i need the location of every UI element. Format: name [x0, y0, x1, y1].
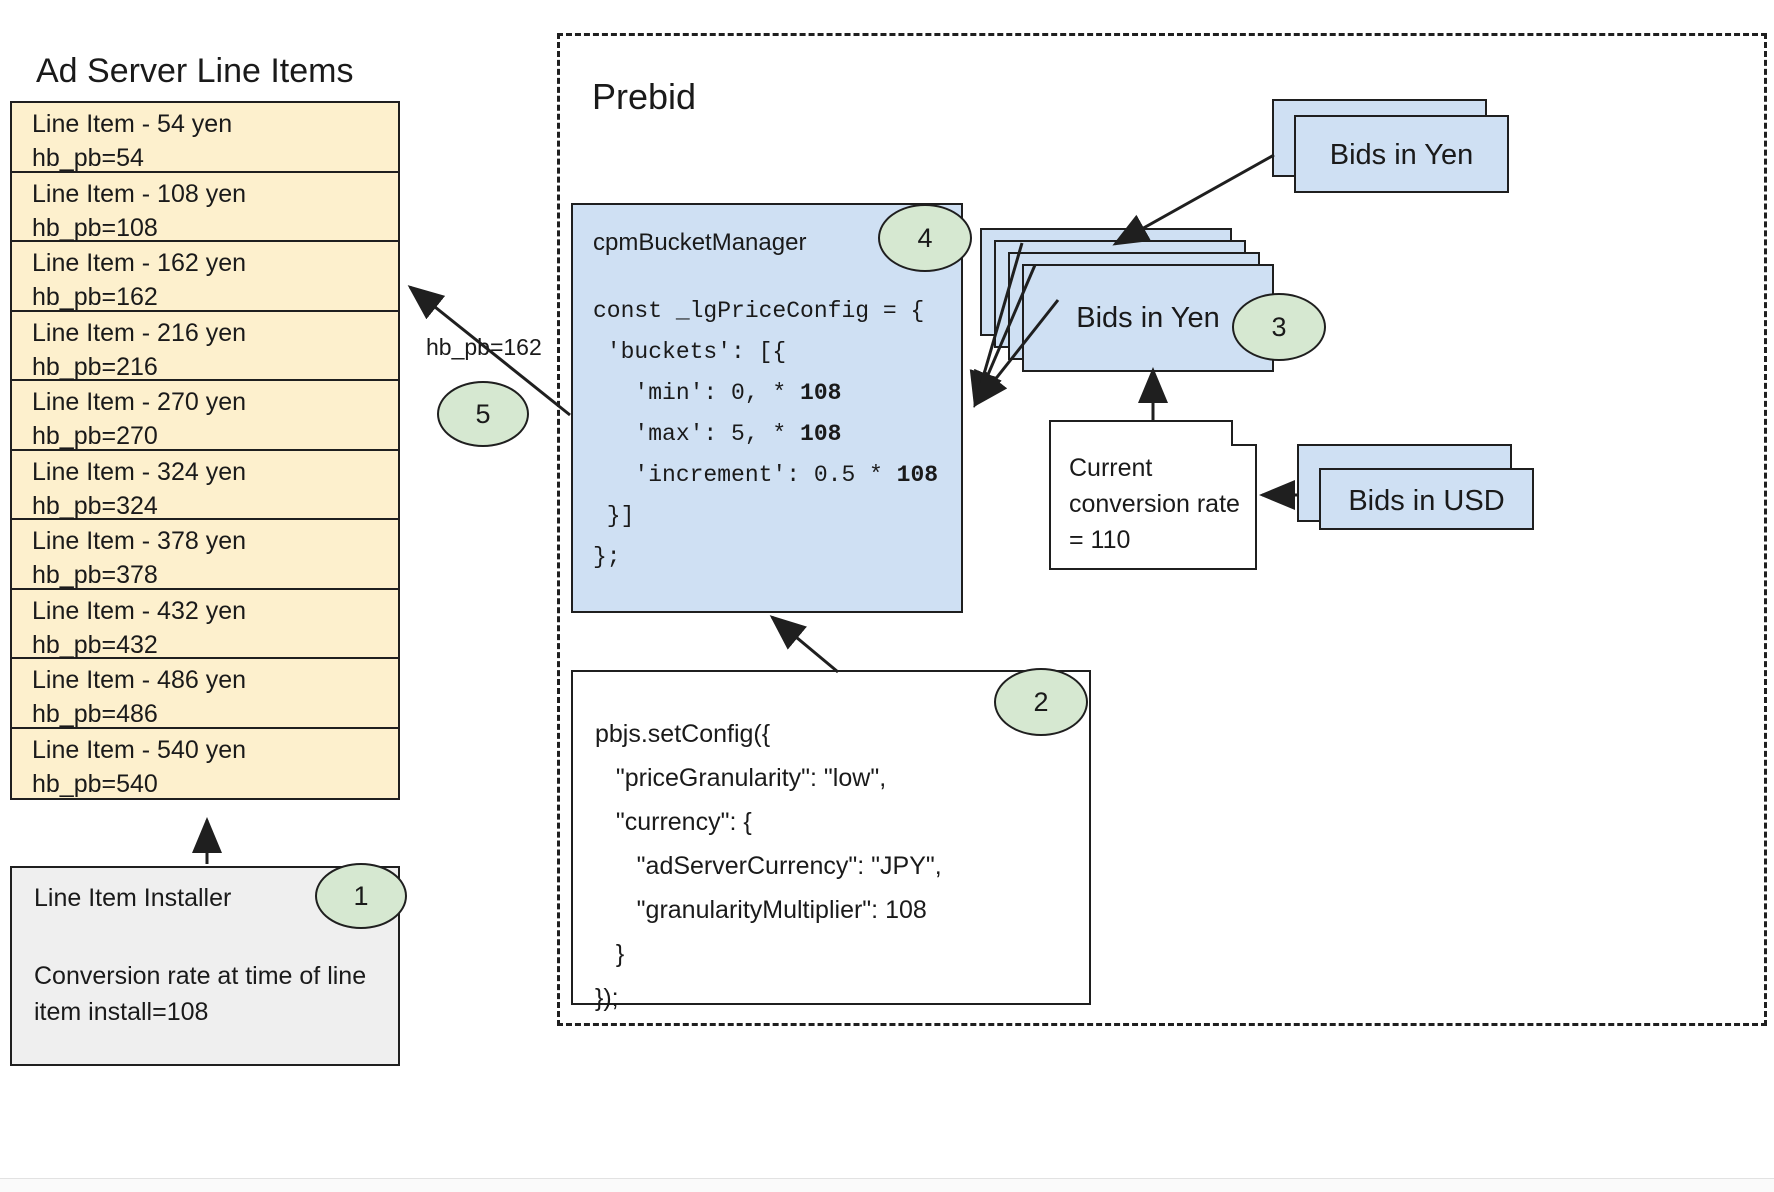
step-badge-2: 2 — [994, 668, 1088, 736]
line-item-name: Line Item - 378 yen — [32, 527, 247, 555]
bids-in-usd-label: Bids in USD — [1348, 485, 1505, 517]
line-item-key: hb_pb=270 — [32, 422, 158, 450]
line-item-name: Line Item - 54 yen — [32, 110, 233, 138]
hb-pb-edge-label: hb_pb=162 — [424, 334, 544, 361]
line-item-key: hb_pb=378 — [32, 561, 158, 589]
line-item-row[interactable]: Line Item - 540 yen hb_pb=540 — [12, 729, 398, 799]
line-item-key: hb_pb=108 — [32, 213, 158, 242]
cpm-bucket-manager-label: cpmBucketManager — [593, 229, 807, 256]
ad-server-title: Ad Server Line Items — [36, 52, 354, 90]
bottom-strip — [0, 1178, 1774, 1192]
step-badge-1: 1 — [315, 863, 407, 929]
step-badge-4: 4 — [878, 204, 972, 272]
prebid-title: Prebid — [592, 76, 697, 117]
line-item-installer-title: Line Item Installer — [34, 884, 232, 912]
bids-in-usd-stack: Bids in USD — [1297, 444, 1537, 540]
line-item-row[interactable]: Line Item - 486 yen hb_pb=486 — [12, 659, 398, 729]
line-item-name: Line Item - 324 yen — [32, 457, 247, 486]
line-item-key: hb_pb=432 — [32, 630, 158, 659]
note-shape — [1049, 420, 1257, 570]
line-item-key: hb_pb=324 — [32, 491, 158, 520]
bids-in-yen-label: Bids in Yen — [1076, 302, 1220, 334]
line-item-name: Line Item - 540 yen — [32, 735, 247, 764]
line-item-row[interactable]: Line Item - 108 yen hb_pb=108 — [12, 173, 398, 242]
line-item-row[interactable]: Line Item - 432 yen hb_pb=432 — [12, 590, 398, 659]
conversion-rate-text: Current conversion rate = 110 — [1069, 454, 1240, 554]
line-item-row[interactable]: Line Item - 324 yen hb_pb=324 — [12, 451, 398, 520]
set-config-code: pbjs.setConfig({ "priceGranularity": "lo… — [595, 720, 942, 1012]
note-fold-corner-icon — [1231, 420, 1257, 446]
cpm-bucket-manager-code: const _lgPriceConfig = { 'buckets': [{ '… — [593, 298, 939, 570]
set-config-box: pbjs.setConfig({ "priceGranularity": "lo… — [571, 670, 1091, 1012]
step-badge-3: 3 — [1232, 293, 1326, 361]
bids-in-yen-incoming-stack: Bids in Yen — [1272, 99, 1512, 195]
line-items-table: Line Item - 54 yen hb_pb=54 Line Item - … — [10, 101, 400, 800]
line-item-key: hb_pb=540 — [32, 769, 158, 798]
bids-in-yen-stack: Bids in Yen — [980, 228, 1274, 372]
line-item-name: Line Item - 432 yen — [32, 596, 247, 625]
line-item-row[interactable]: Line Item - 162 yen hb_pb=162 — [12, 242, 398, 312]
bids-in-yen-incoming-label: Bids in Yen — [1329, 139, 1474, 171]
line-item-name: Line Item - 108 yen — [32, 179, 247, 208]
bids-in-usd-card-front[interactable]: Bids in USD — [1319, 468, 1534, 530]
prebid-container: Prebid — [557, 33, 1767, 1026]
line-item-key: hb_pb=54 — [32, 144, 144, 172]
line-item-row[interactable]: Line Item - 54 yen hb_pb=54 — [12, 103, 398, 173]
conversion-rate-note: Current conversion rate = 110 — [1049, 420, 1257, 570]
line-item-name: Line Item - 270 yen — [32, 388, 247, 416]
line-item-name: Line Item - 216 yen — [32, 318, 247, 347]
bids-in-yen-incoming-card-front[interactable]: Bids in Yen — [1294, 115, 1509, 193]
line-item-name: Line Item - 486 yen — [32, 666, 247, 694]
line-item-key: hb_pb=216 — [32, 352, 158, 381]
step-badge-5: 5 — [437, 381, 529, 447]
line-item-name: Line Item - 162 yen — [32, 249, 247, 277]
line-item-row[interactable]: Line Item - 378 yen hb_pb=378 — [12, 520, 398, 590]
line-item-installer-note: Conversion rate at time of line item ins… — [34, 962, 367, 1026]
line-item-key: hb_pb=162 — [32, 283, 158, 311]
line-item-row[interactable]: Line Item - 270 yen hb_pb=270 — [12, 381, 398, 451]
cpm-bucket-manager-box: cpmBucketManager const _lgPriceConfig = … — [571, 203, 963, 613]
line-item-key: hb_pb=486 — [32, 700, 158, 728]
line-item-row[interactable]: Line Item - 216 yen hb_pb=216 — [12, 312, 398, 381]
bids-in-yen-card-front[interactable]: Bids in Yen — [1022, 264, 1274, 372]
